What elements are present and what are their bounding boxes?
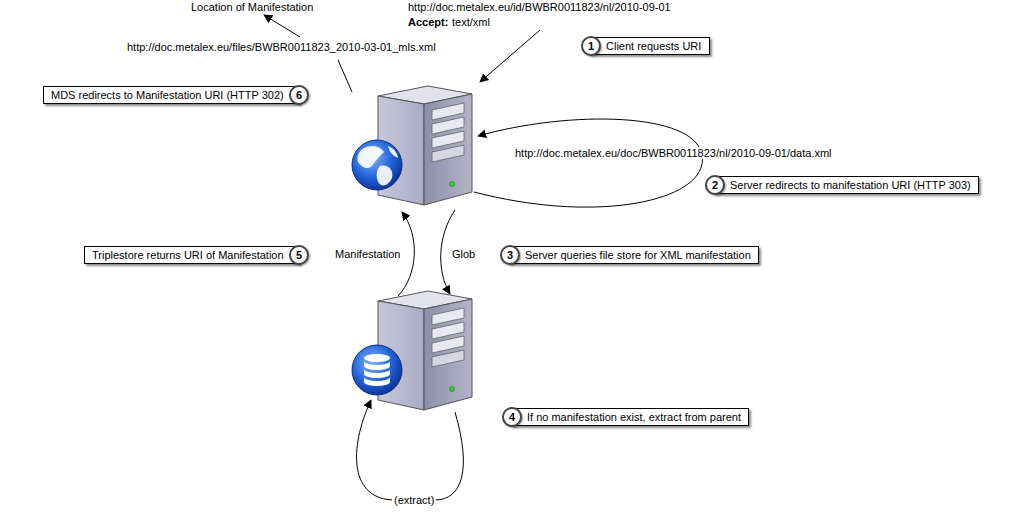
step-text: If no manifestation exist, extract from … xyxy=(527,410,741,424)
redirect-loop xyxy=(474,119,702,207)
location-arrow xyxy=(264,15,300,37)
uri-label: http://doc.metalex.eu/doc/BWBR0011823/nl… xyxy=(513,147,834,159)
step-text: Client requests URI xyxy=(606,39,701,53)
leader-line xyxy=(338,60,352,92)
annotation-label: Manifestation xyxy=(333,248,402,260)
step-box: 6MDS redirects to Manifestation URI (HTT… xyxy=(43,86,300,104)
database-icon xyxy=(352,345,402,395)
annotation-label: Accept: xyxy=(408,16,448,28)
callout-number: 2 xyxy=(705,175,725,195)
callout-number: 4 xyxy=(502,407,522,427)
step-text: Server queries file store for XML manife… xyxy=(525,248,751,262)
callout-number: 5 xyxy=(289,245,309,265)
step-box: 3Server queries file store for XML manif… xyxy=(509,246,759,264)
step-box: 1Client requests URI xyxy=(590,37,710,55)
extract-loop xyxy=(357,400,464,500)
step-box: 4If no manifestation exist, extract from… xyxy=(511,408,749,426)
annotation-label: text/xml xyxy=(452,16,490,28)
annotation-label: Glob xyxy=(450,248,477,260)
uri-label: http://doc.metalex.eu/files/BWBR0011823_… xyxy=(127,41,436,53)
step-box: 5Triplestore returns URI of Manifestatio… xyxy=(84,246,300,264)
step-text: Triplestore returns URI of Manifestation xyxy=(92,248,284,262)
step-text: Server redirects to manifestation URI (H… xyxy=(730,178,971,192)
callout-number: 1 xyxy=(581,36,601,56)
file-store-server xyxy=(352,291,472,410)
step-text: MDS redirects to Manifestation URI (HTTP… xyxy=(51,88,284,102)
globe-icon xyxy=(352,140,402,190)
web-server xyxy=(352,86,472,205)
step-box: 2Server redirects to manifestation URI (… xyxy=(714,176,979,194)
uri-label: http://doc.metalex.eu/id/BWBR0011823/nl/… xyxy=(408,1,671,13)
annotation-label: (extract) xyxy=(392,494,436,506)
request-arrow xyxy=(480,30,540,82)
callout-number: 6 xyxy=(289,85,309,105)
callout-number: 3 xyxy=(500,245,520,265)
annotation-label: Location of Manifestation xyxy=(191,1,313,13)
